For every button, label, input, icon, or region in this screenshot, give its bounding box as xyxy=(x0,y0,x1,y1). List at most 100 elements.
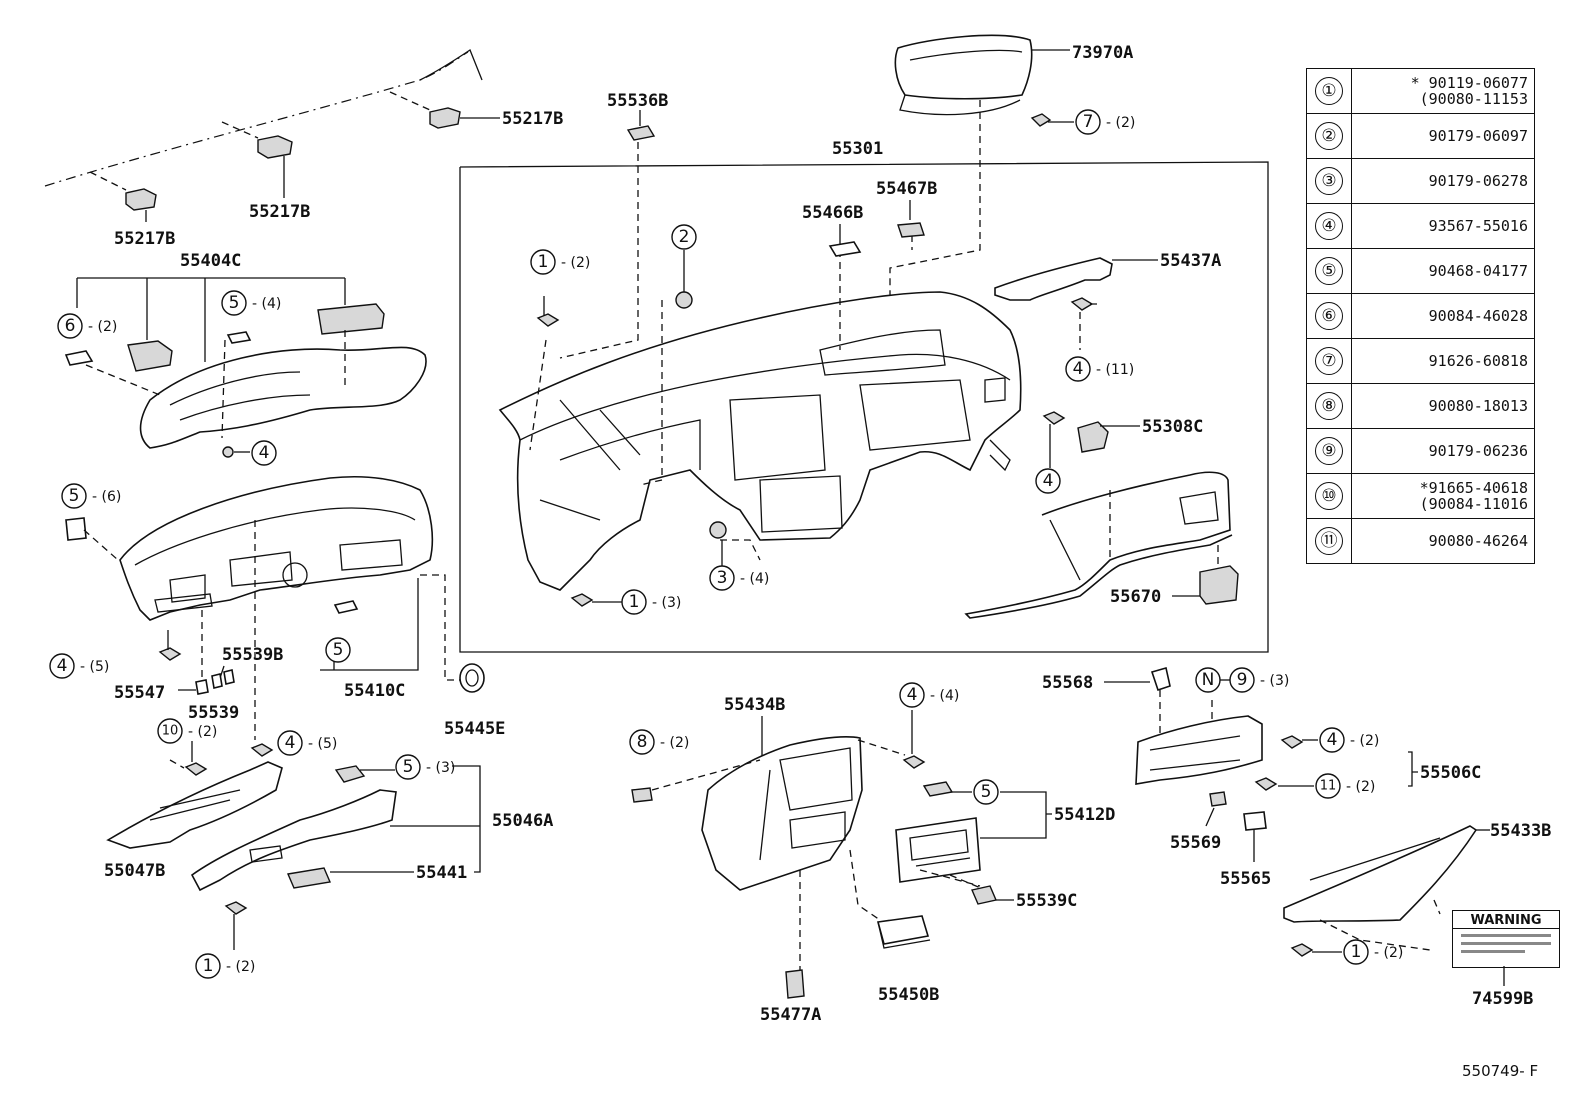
callout-7: 7 - (2) xyxy=(1075,109,1135,135)
callout-4b: 4 - (11) xyxy=(1065,356,1134,382)
legend-row: ② 90179-06097 xyxy=(1306,113,1535,159)
callout-4f: 4 - (4) xyxy=(899,682,959,708)
svg-text:6: 6 xyxy=(65,316,76,336)
label-55670: 55670 xyxy=(1110,587,1161,607)
callout-4g: 4 - (2) xyxy=(1319,727,1379,753)
svg-text:1: 1 xyxy=(1351,942,1362,962)
legend-part-number: 90179-06097 xyxy=(1351,113,1535,159)
svg-text:- (2): - (2) xyxy=(226,959,255,975)
svg-text:1: 1 xyxy=(629,592,640,612)
legend-key: ⑦ xyxy=(1306,338,1352,384)
dash-reinforcement-links xyxy=(529,235,913,561)
part-number-line: 90179-06236 xyxy=(1428,442,1528,460)
screws-main xyxy=(536,250,727,607)
svg-text:7: 7 xyxy=(1083,112,1094,132)
svg-text:- (2): - (2) xyxy=(1346,779,1375,795)
part-number-line: *91665-40618 xyxy=(1419,479,1528,497)
callout-4e: 4 - (5) xyxy=(277,730,337,756)
callout-5b: 5 - (6) xyxy=(61,483,121,509)
legend-key-circle: ⑪ xyxy=(1315,527,1343,555)
svg-text:4: 4 xyxy=(1327,730,1338,750)
glovebox-area: 55568 55506C 55569 55565 55433B 74599B xyxy=(1042,666,1551,1009)
callout-1d: 1 - (2) xyxy=(1343,939,1403,965)
label-55412D: 55412D xyxy=(1054,805,1115,825)
clips-55539B: 55539B 55547 55539 xyxy=(114,610,283,723)
svg-text:- (5): - (5) xyxy=(308,736,337,752)
legend-part-number: * 90119-06077(90080-11153 xyxy=(1351,68,1535,114)
warning-title: WARNING xyxy=(1453,913,1559,929)
brackets-55466B-55467B: 55467B 55466B xyxy=(802,179,937,257)
label-55434B: 55434B xyxy=(724,695,785,715)
svg-text:4: 4 xyxy=(1043,471,1054,491)
label-55217B-a: 55217B xyxy=(114,229,175,249)
svg-text:- (2): - (2) xyxy=(1374,945,1403,961)
legend-row: ⑪ 90080-46264 xyxy=(1306,518,1535,564)
callout-2: 2 xyxy=(671,224,697,250)
legend-key-circle: ② xyxy=(1315,122,1343,150)
svg-text:5: 5 xyxy=(229,293,240,313)
label-55539C: 55539C xyxy=(1016,891,1077,911)
label-55047B: 55047B xyxy=(104,861,165,881)
svg-text:- (11): - (11) xyxy=(1096,362,1134,378)
legend-key-circle: ③ xyxy=(1315,167,1343,195)
svg-text:- (3): - (3) xyxy=(426,760,455,776)
label-55547: 55547 xyxy=(114,683,165,703)
svg-text:5: 5 xyxy=(69,486,80,506)
label-55308C: 55308C xyxy=(1142,417,1203,437)
legend-key-circle: ④ xyxy=(1315,212,1343,240)
legend-key: ⑪ xyxy=(1306,518,1352,564)
part-number-line: 90179-06097 xyxy=(1428,127,1528,145)
label-55539B: 55539B xyxy=(222,645,283,665)
svg-text:- (3): - (3) xyxy=(1260,673,1289,689)
callout-1b: 1 - (3) xyxy=(621,589,681,615)
label-74599B: 74599B xyxy=(1472,989,1533,1009)
vent-55217B-a: 55217B xyxy=(89,171,175,249)
vent-55217B-b: 55217B xyxy=(221,121,310,222)
clip-55536B: 55536B xyxy=(559,91,668,359)
svg-text:N: N xyxy=(1202,670,1215,690)
label-55217B-b: 55217B xyxy=(249,202,310,222)
svg-text:- (2): - (2) xyxy=(1106,115,1135,131)
svg-text:1: 1 xyxy=(538,252,549,272)
part-number-line: 90084-46028 xyxy=(1428,307,1528,325)
center-trim-55670: 55670 xyxy=(964,471,1239,619)
label-55445E: 55445E xyxy=(444,719,505,739)
legend-row: ⑥ 90084-46028 xyxy=(1306,293,1535,339)
legend-key-circle: ⑦ xyxy=(1315,347,1343,375)
svg-text:10: 10 xyxy=(162,724,179,739)
legend-key: ② xyxy=(1306,113,1352,159)
callout-9: 9 - (3) xyxy=(1229,667,1289,693)
part-number-line: 90468-04177 xyxy=(1428,262,1528,280)
label-55046A: 55046A xyxy=(492,811,553,831)
part-number-line: (90084-11016 xyxy=(1419,495,1528,513)
svg-text:4: 4 xyxy=(285,733,296,753)
legend-key: ④ xyxy=(1306,203,1352,249)
part-number-line: (90080-11153 xyxy=(1419,90,1528,108)
label-73970A: 73970A xyxy=(1072,43,1133,63)
label-55467B: 55467B xyxy=(876,179,937,199)
svg-text:- (2): - (2) xyxy=(88,319,117,335)
legend-row: ⑤ 90468-04177 xyxy=(1306,248,1535,294)
svg-text:- (4): - (4) xyxy=(930,688,959,704)
callout-8: 8 - (2) xyxy=(629,729,689,755)
legend-part-number: 90080-46264 xyxy=(1351,518,1535,564)
dash-reinforcement xyxy=(498,291,1022,591)
part-number-line: 90080-18013 xyxy=(1428,397,1528,415)
svg-text:4: 4 xyxy=(1073,359,1084,379)
svg-text:- (3): - (3) xyxy=(652,595,681,611)
svg-text:5: 5 xyxy=(403,757,414,777)
legend-key: ⑥ xyxy=(1306,293,1352,339)
label-55477A: 55477A xyxy=(760,1005,821,1025)
callout-6: 6 - (2) xyxy=(57,313,117,339)
svg-text:4: 4 xyxy=(259,443,270,463)
dash-pad: 55410C xyxy=(65,475,462,740)
label-55565: 55565 xyxy=(1220,869,1271,889)
svg-text:- (5): - (5) xyxy=(80,659,109,675)
diagram-code: 550749- F xyxy=(1462,1062,1539,1080)
svg-text:2: 2 xyxy=(679,227,690,247)
legend-key: ⑤ xyxy=(1306,248,1352,294)
